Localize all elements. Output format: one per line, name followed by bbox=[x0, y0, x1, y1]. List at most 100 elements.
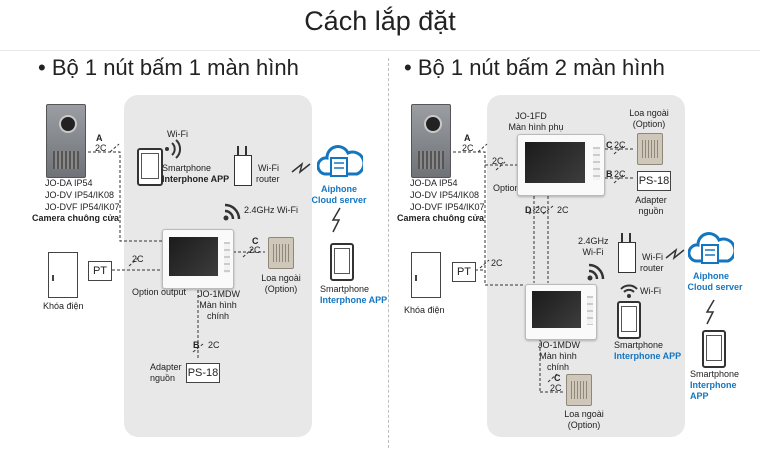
door-lock-right bbox=[411, 252, 441, 298]
speaker-bottom-label-1: Loa ngoài bbox=[564, 409, 604, 419]
wire-c-right: C bbox=[606, 140, 613, 150]
door-lock-left bbox=[48, 252, 78, 298]
cloud-label-2-left: Cloud server bbox=[311, 195, 367, 205]
wifi-label-left: Wi-Fi bbox=[167, 129, 188, 139]
left-heading-text: Bộ 1 nút bấm 1 màn hình bbox=[51, 55, 299, 80]
smartphone-icon-left bbox=[137, 148, 163, 186]
adapter-right-label-2: nguồn bbox=[638, 206, 664, 216]
interphone-app-right: Interphone APP bbox=[614, 351, 682, 361]
wifi-band-right-1: 2.4GHz bbox=[578, 236, 609, 246]
wire-a-right: A bbox=[464, 133, 471, 143]
lock-label-right: Khóa điện bbox=[404, 305, 445, 315]
main-monitor-right bbox=[525, 284, 597, 340]
speaker-top-label-1: Loa ngoài bbox=[629, 108, 669, 118]
pt-box-right: PT bbox=[452, 262, 476, 282]
option-output-left: Option output bbox=[132, 287, 187, 297]
ps18-box-right: PS-18 bbox=[637, 171, 671, 191]
speaker-bottom-label-2: (Option) bbox=[567, 420, 601, 430]
cloud-icon-left bbox=[317, 145, 363, 177]
cam-name-left: Camera chuông cửa bbox=[32, 213, 120, 223]
phone2-label-right: Smartphone bbox=[690, 369, 740, 379]
wifi-band-right-2: Wi-Fi bbox=[582, 247, 604, 257]
wire-c-2c-left: 2C bbox=[249, 245, 261, 255]
wire-b-left: B bbox=[193, 340, 200, 350]
monitor-model-left: JO-1MDW bbox=[198, 289, 240, 299]
speaker-bottom-right bbox=[566, 374, 592, 406]
wifi-label-right: Wi-Fi bbox=[640, 286, 661, 296]
speaker-label-2-left: (Option) bbox=[264, 284, 298, 294]
router-right-label-1: Wi-Fi bbox=[642, 252, 663, 262]
cam-model-3-left: JO-DVF IP54/IK07 bbox=[45, 202, 120, 212]
wifi-router-right bbox=[618, 233, 636, 273]
cam-model-1-left: JO-DA IP54 bbox=[45, 178, 93, 188]
monitor-right-model: JO-1MDW bbox=[538, 340, 580, 350]
phone2-app-right-1: Interphone bbox=[690, 380, 737, 390]
cloud-icon-right bbox=[688, 232, 734, 264]
smartphone-label-left: Smartphone bbox=[162, 163, 212, 173]
router-right-label-2: router bbox=[640, 263, 664, 273]
wifi-signal-icon-left-2 bbox=[223, 203, 241, 221]
wifi-icon-right bbox=[620, 284, 638, 298]
cam-model-1-right: JO-DA IP54 bbox=[410, 178, 458, 188]
adapter-label-1-left: Adapter bbox=[150, 362, 182, 372]
phone2-app-right-2: APP bbox=[690, 391, 709, 401]
wire-c-bottom-2c-right: 2C bbox=[550, 383, 562, 393]
adapter-label-2-left: nguồn bbox=[150, 373, 176, 383]
wifi-signal-icon-left bbox=[165, 139, 182, 159]
right-heading-text: Bộ 1 nút bấm 2 màn hình bbox=[417, 55, 665, 80]
monitor-name-2-left: chính bbox=[206, 311, 230, 321]
wifi-band-left: 2.4GHz Wi-Fi bbox=[244, 205, 298, 215]
speaker-top-right bbox=[637, 133, 663, 165]
phone2-label-left: Smartphone bbox=[320, 284, 370, 294]
page-title: Cách lắp đặt bbox=[304, 6, 456, 36]
section-divider bbox=[388, 58, 389, 448]
monitor-name-1-left: Màn hình bbox=[199, 300, 237, 310]
wire-a-2c-right: 2C bbox=[462, 143, 474, 153]
wifi-router-left bbox=[234, 146, 252, 186]
wire-c-left: C bbox=[252, 236, 259, 246]
speaker-left bbox=[268, 237, 294, 269]
wire-c-bottom-right: C bbox=[554, 373, 561, 383]
monitor-right-name-2: chính bbox=[546, 362, 570, 372]
wire-b-right: B bbox=[606, 169, 613, 179]
lock-2c-left: 2C bbox=[132, 254, 144, 264]
wire-d-right: D bbox=[525, 205, 532, 215]
cam-name-right: Camera chuông cửa bbox=[397, 213, 485, 223]
main-monitor-left bbox=[162, 229, 234, 289]
phone2-app-left: Interphone APP bbox=[320, 295, 388, 305]
wire-d-2c-2-right: 2C bbox=[557, 205, 569, 215]
wire-b-2c-right: 2C bbox=[614, 169, 626, 179]
smartphone-icon-left-2 bbox=[330, 243, 354, 281]
cam-model-2-left: JO-DV IP54/IK08 bbox=[45, 190, 115, 200]
wire-d-2c-1-right: 2C bbox=[535, 205, 547, 215]
door-camera-right bbox=[411, 104, 451, 178]
wire-sub-2c-right: 2C bbox=[492, 156, 504, 166]
speaker-label-1-left: Loa ngoài bbox=[261, 273, 301, 283]
router-label-2-left: router bbox=[256, 174, 280, 184]
lock-label-left: Khóa điện bbox=[43, 301, 84, 311]
smartphone-icon-right bbox=[617, 301, 641, 339]
wire-b-2c-left: 2C bbox=[208, 340, 220, 350]
door-camera-left bbox=[46, 104, 86, 178]
sub-monitor-model: JO-1FD bbox=[515, 111, 547, 121]
wifi-signal-icon-right bbox=[587, 263, 605, 281]
sub-monitor-name: Màn hình phụ bbox=[508, 122, 564, 132]
wire-c-2c-right: 2C bbox=[614, 140, 626, 150]
sub-monitor bbox=[517, 134, 605, 196]
wire-a-2c-left: 2C bbox=[95, 143, 107, 153]
ps18-box-left: PS-18 bbox=[186, 363, 220, 383]
title-divider bbox=[0, 50, 760, 51]
cloud-right-label-1: Aiphone bbox=[693, 271, 729, 281]
wire-a-left: A bbox=[96, 133, 103, 143]
left-heading: • Bộ 1 nút bấm 1 màn hình bbox=[38, 55, 299, 80]
interphone-app-left: Interphone APP bbox=[162, 174, 230, 184]
router-label-1-left: Wi-Fi bbox=[258, 163, 279, 173]
smartphone-label-right: Smartphone bbox=[614, 340, 664, 350]
cloud-right-label-2: Cloud server bbox=[687, 282, 743, 292]
cam-model-2-right: JO-DV IP54/IK08 bbox=[410, 190, 480, 200]
cloud-label-1-left: Aiphone bbox=[321, 184, 357, 194]
smartphone-icon-right-2 bbox=[702, 330, 726, 368]
lock-2c-right: 2C bbox=[491, 258, 503, 268]
